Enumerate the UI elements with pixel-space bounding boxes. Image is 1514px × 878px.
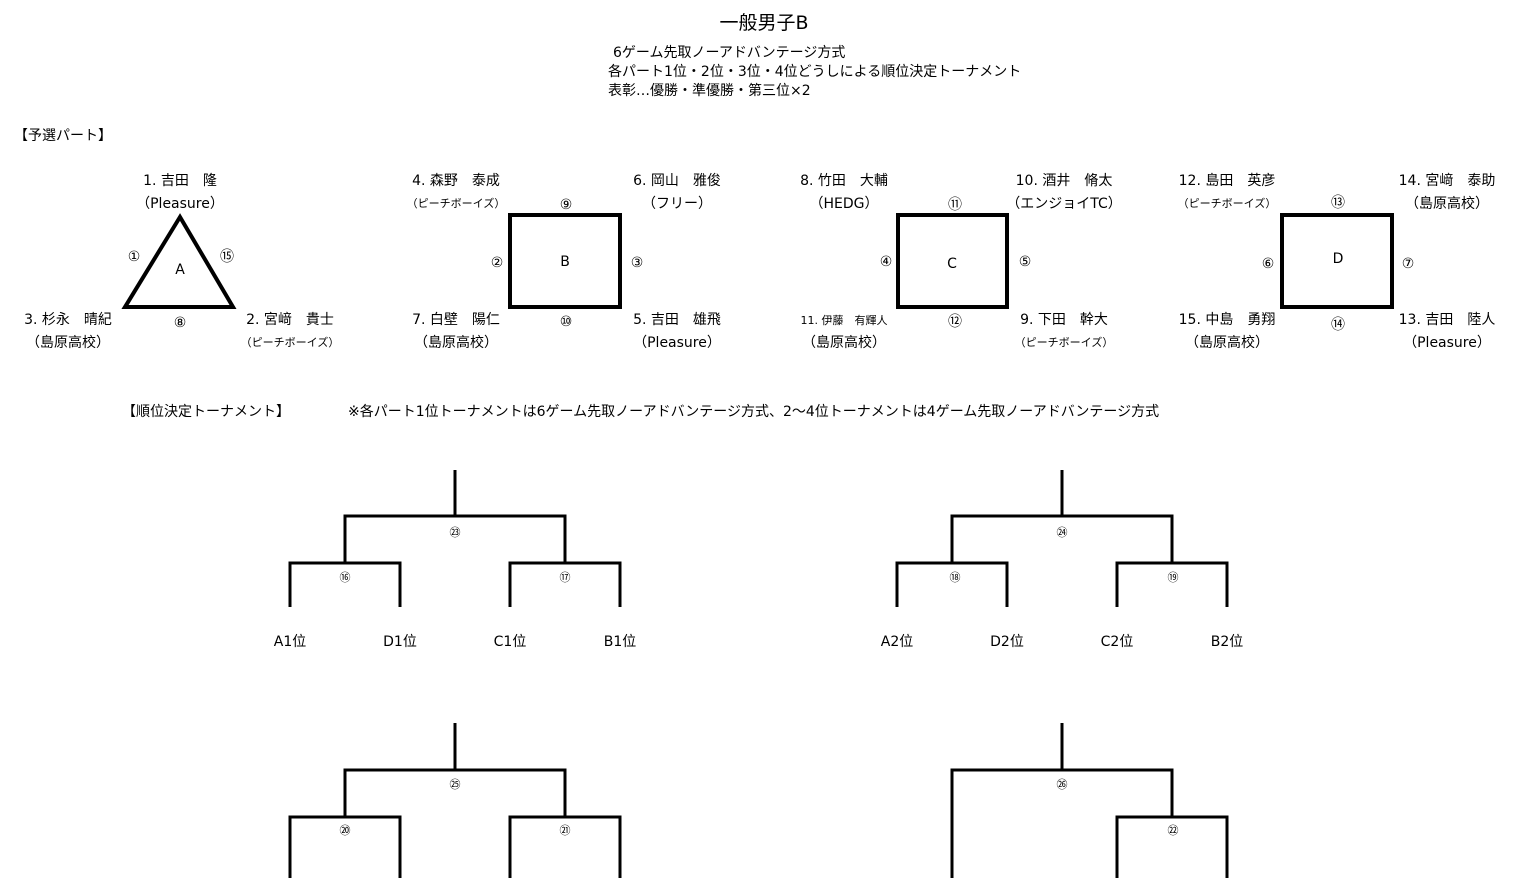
player-club: （Pleasure） <box>633 335 721 351</box>
seed-label: C2位 <box>1100 634 1134 650</box>
player-club: （島原高校） <box>802 335 886 351</box>
player-club: （エンジョイTC） <box>1006 196 1122 212</box>
page-title: 一般男子B <box>719 12 809 34</box>
player-club: （Pleasure） <box>1403 335 1491 351</box>
seed-label: B1位 <box>603 634 637 650</box>
player-club: （島原高校） <box>1185 335 1269 351</box>
match-number: ⑥ <box>1261 256 1275 272</box>
player-name: 10. 酒井 脩太 <box>1015 173 1113 189</box>
player-name: 9. 下田 幹大 <box>1020 312 1108 328</box>
bracket-4-lines <box>950 723 1229 878</box>
player-name: 8. 竹田 大輔 <box>800 173 888 189</box>
player-club: （ピーチボーイズ） <box>1177 197 1277 210</box>
match-number: ⑮ <box>220 249 234 265</box>
player-name: 11. 伊藤 有輝人 <box>800 314 888 327</box>
match-number: ⑫ <box>948 314 962 330</box>
match-number: ㉕ <box>449 778 461 791</box>
tournament-heading: 【順位決定トーナメント】 <box>122 404 290 420</box>
awards-line: 表彰…優勝・準優勝・第三位×2 <box>608 83 811 99</box>
player-name: 15. 中島 勇翔 <box>1178 312 1276 328</box>
group-a-triangle <box>121 213 237 309</box>
bracket-3-lines <box>288 723 622 878</box>
match-number: ㉓ <box>449 526 461 539</box>
match-number: ㉒ <box>1167 824 1179 837</box>
player-name: 6. 岡山 雅俊 <box>633 173 721 189</box>
group-d-square <box>1280 213 1394 309</box>
match-number: ⑤ <box>1018 254 1032 270</box>
player-name: 13. 吉田 陸人 <box>1398 312 1496 328</box>
bracket-2-lines <box>895 470 1229 607</box>
player-name: 7. 白壁 陽仁 <box>412 312 500 328</box>
group-label: A <box>175 262 185 278</box>
player-club: （島原高校） <box>1405 196 1489 212</box>
seed-label: C1位 <box>493 634 527 650</box>
match-number: ③ <box>630 255 644 271</box>
player-name: 3. 杉永 晴紀 <box>24 312 112 328</box>
group-label: C <box>947 256 957 272</box>
match-number: ④ <box>879 254 893 270</box>
match-number: ⑪ <box>948 197 962 213</box>
match-number: ⑱ <box>949 571 961 584</box>
match-number: ㉑ <box>559 824 571 837</box>
match-number: ⑧ <box>173 315 187 331</box>
format-line: 6ゲーム先取ノーアドバンテージ方式 <box>613 45 846 61</box>
player-name: 2. 宮﨑 貴士 <box>246 312 334 328</box>
group-label: D <box>1332 251 1344 267</box>
match-number: ㉔ <box>1056 526 1068 539</box>
player-club: （ピーチボーイズ） <box>240 336 340 349</box>
player-club: （ピーチボーイズ） <box>1014 336 1114 349</box>
match-number: ⑭ <box>1331 317 1345 333</box>
group-c-square <box>896 213 1009 309</box>
match-number: ⑬ <box>1331 195 1345 211</box>
match-number: ① <box>127 249 141 265</box>
seed-label: A2位 <box>880 634 914 650</box>
group-label: B <box>560 254 570 270</box>
tournament-note: ※各パート1位トーナメントは6ゲーム先取ノーアドバンテージ方式、2～4位トーナメ… <box>348 404 1160 420</box>
seed-label: A1位 <box>273 634 307 650</box>
match-number: ⑩ <box>559 314 573 330</box>
player-club: （島原高校） <box>414 335 498 351</box>
player-club: （Pleasure） <box>136 196 224 212</box>
player-club: （島原高校） <box>26 335 110 351</box>
match-number: ② <box>490 255 504 271</box>
seed-label: D2位 <box>990 634 1024 650</box>
player-name: 14. 宮﨑 泰助 <box>1398 173 1496 189</box>
tournament-line: 各パート1位・2位・3位・4位どうしによる順位決定トーナメント <box>608 64 1022 80</box>
group-b-square <box>508 213 622 309</box>
match-number: ⑰ <box>559 571 571 584</box>
player-club: （HEDG） <box>809 196 879 212</box>
player-name: 4. 森野 泰成 <box>412 173 500 189</box>
match-number: ⑳ <box>339 824 351 837</box>
player-name: 1. 吉田 隆 <box>143 173 217 189</box>
prelim-heading: 【予選パート】 <box>14 128 112 144</box>
bracket-1-lines <box>288 470 622 607</box>
match-number: ⑦ <box>1401 256 1415 272</box>
player-name: 12. 島田 英彦 <box>1178 173 1276 189</box>
seed-label: B2位 <box>1210 634 1244 650</box>
match-number: ⑲ <box>1167 571 1179 584</box>
match-number: ⑯ <box>339 571 351 584</box>
player-club: （ピーチボーイズ） <box>406 197 506 210</box>
match-number: ㉖ <box>1056 778 1068 791</box>
player-name: 5. 吉田 雄飛 <box>633 312 721 328</box>
match-number: ⑨ <box>559 197 573 213</box>
player-club: （フリー） <box>642 196 712 212</box>
seed-label: D1位 <box>383 634 417 650</box>
